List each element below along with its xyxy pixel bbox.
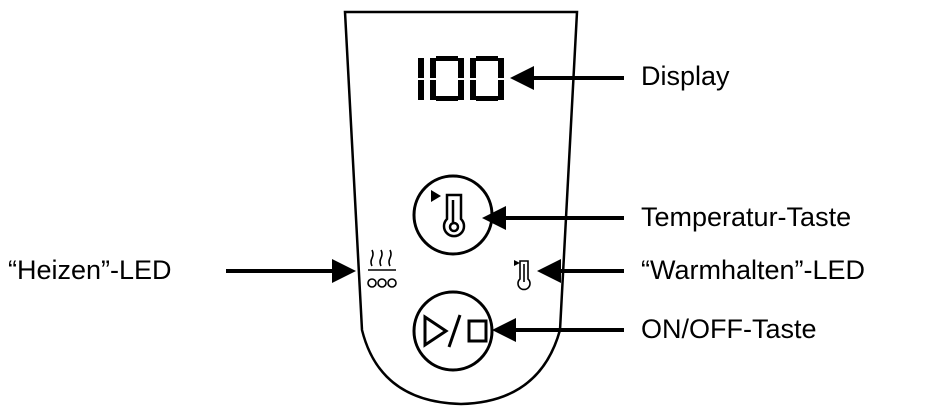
heat-led-label: “Heizen”-LED [8,255,172,285]
display-label: Display [641,61,730,91]
warm-led-label: “Warmhalten”-LED [641,255,866,285]
onoff-button-label: ON/OFF-Taste [641,314,817,344]
onoff-button-arrow [492,318,624,342]
temperature-button[interactable] [412,174,494,256]
onoff-button[interactable] [412,290,494,372]
steam-heating-icon [367,249,397,288]
thermometer-icon [431,190,466,238]
arrows [226,66,624,342]
temperature-button-arrow [482,206,624,230]
heat-led-arrow [226,259,356,283]
display-arrow [510,66,624,90]
warm-led-arrow [537,259,624,283]
play-stop-icon [423,314,488,348]
display-readout [418,56,504,101]
temperature-button-label: Temperatur-Taste [641,202,852,232]
warm-led-thermometer-icon [514,260,531,291]
